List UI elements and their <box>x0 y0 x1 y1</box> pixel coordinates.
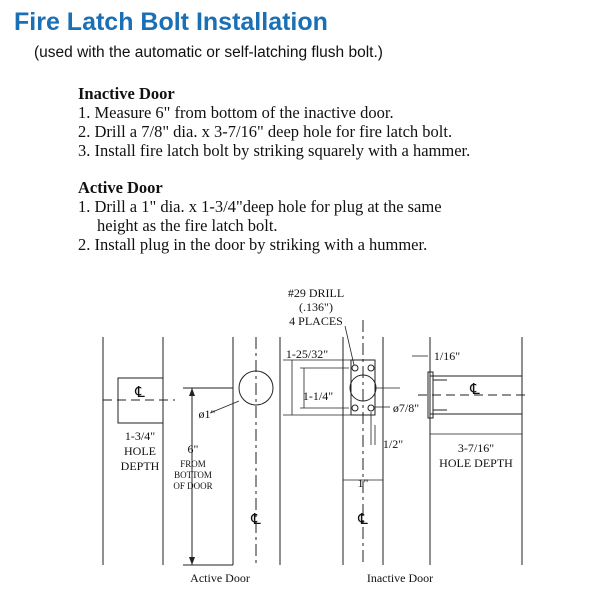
step-item: 3. Install fire latch bolt by striking s… <box>78 141 471 160</box>
dim-1-16-label: 1/16" <box>434 349 460 363</box>
active-door-section: Active Door 1. Drill a 1" dia. x 1-3/4"d… <box>78 178 442 254</box>
dim-phi1-label: ø1" <box>199 407 216 421</box>
active-door-steps: 1. Drill a 1" dia. x 1-3/4"deep hole for… <box>78 197 442 254</box>
centerline-mark: ℄ <box>469 382 480 398</box>
inactive-door-face-view: #29 DRILL (.136") 4 PLACES 1-25/32" 1-1/… <box>283 286 433 585</box>
active-door-face-view: ø1" 6" FROM BOTTOM OF DOOR ℄ Active Door <box>173 337 281 585</box>
active-door-heading: Active Door <box>78 178 163 197</box>
drill-size-label: (.136") <box>299 300 333 314</box>
dim-1-1-4-label: 1-1/4" <box>303 389 333 403</box>
page-subtitle: (used with the automatic or self-latchin… <box>34 44 383 61</box>
inactive-door-steps: 1. Measure 6" from bottom of the inactiv… <box>78 103 470 160</box>
inactive-door-heading: Inactive Door <box>78 84 175 103</box>
step-item: 1. Drill a 1" dia. x 1-3/4"deep hole for… <box>78 197 442 216</box>
step-continuation-text: height as the fire latch bolt. <box>97 216 278 235</box>
active-door-edge-view: ℄ 1-3/4" HOLE DEPTH <box>102 337 175 565</box>
centerline-mark: ℄ <box>250 512 261 528</box>
inactive-door-section: Inactive Door 1. Measure 6" from bottom … <box>78 84 470 160</box>
centerline-mark: ℄ <box>357 512 368 528</box>
drill-places-label: 4 PLACES <box>289 314 343 328</box>
hole-label: HOLE <box>124 444 156 458</box>
drill-label: #29 DRILL <box>288 286 344 300</box>
step-item: 2. Drill a 7/8" dia. x 3-7/16" deep hole… <box>78 122 453 141</box>
dim-1-label: 1" <box>358 476 369 490</box>
dim-1-25-32-label: 1-25/32" <box>286 347 328 361</box>
dim-1-2-label: 1/2" <box>383 437 403 451</box>
step-item: 1. Measure 6" from bottom of the inactiv… <box>78 103 394 122</box>
dim-6-label: 6" <box>188 442 199 456</box>
centerline-mark: ℄ <box>134 385 145 401</box>
hole-depth-label: HOLE DEPTH <box>439 456 513 470</box>
page-title: Fire Latch Bolt Installation <box>14 8 328 36</box>
inactive-door-edge-view: ℄ 1/16" 3-7/16" HOLE DEPTH <box>412 337 530 565</box>
step-item-continuation: height as the fire latch bolt. <box>78 216 442 235</box>
dim-3-7-16-label: 3-7/16" <box>458 441 494 455</box>
dim-7-8-label: ø7/8" <box>393 401 419 415</box>
step-item: 2. Install plug in the door by striking … <box>78 235 428 254</box>
of-door-label: OF DOOR <box>173 481 212 491</box>
inactive-door-caption: Inactive Door <box>367 571 433 585</box>
depth-label: DEPTH <box>121 459 160 473</box>
dim-1-3-4-label: 1-3/4" <box>125 429 155 443</box>
active-door-caption: Active Door <box>190 571 250 585</box>
bottom-label: BOTTOM <box>174 470 212 480</box>
from-label: FROM <box>180 459 206 469</box>
